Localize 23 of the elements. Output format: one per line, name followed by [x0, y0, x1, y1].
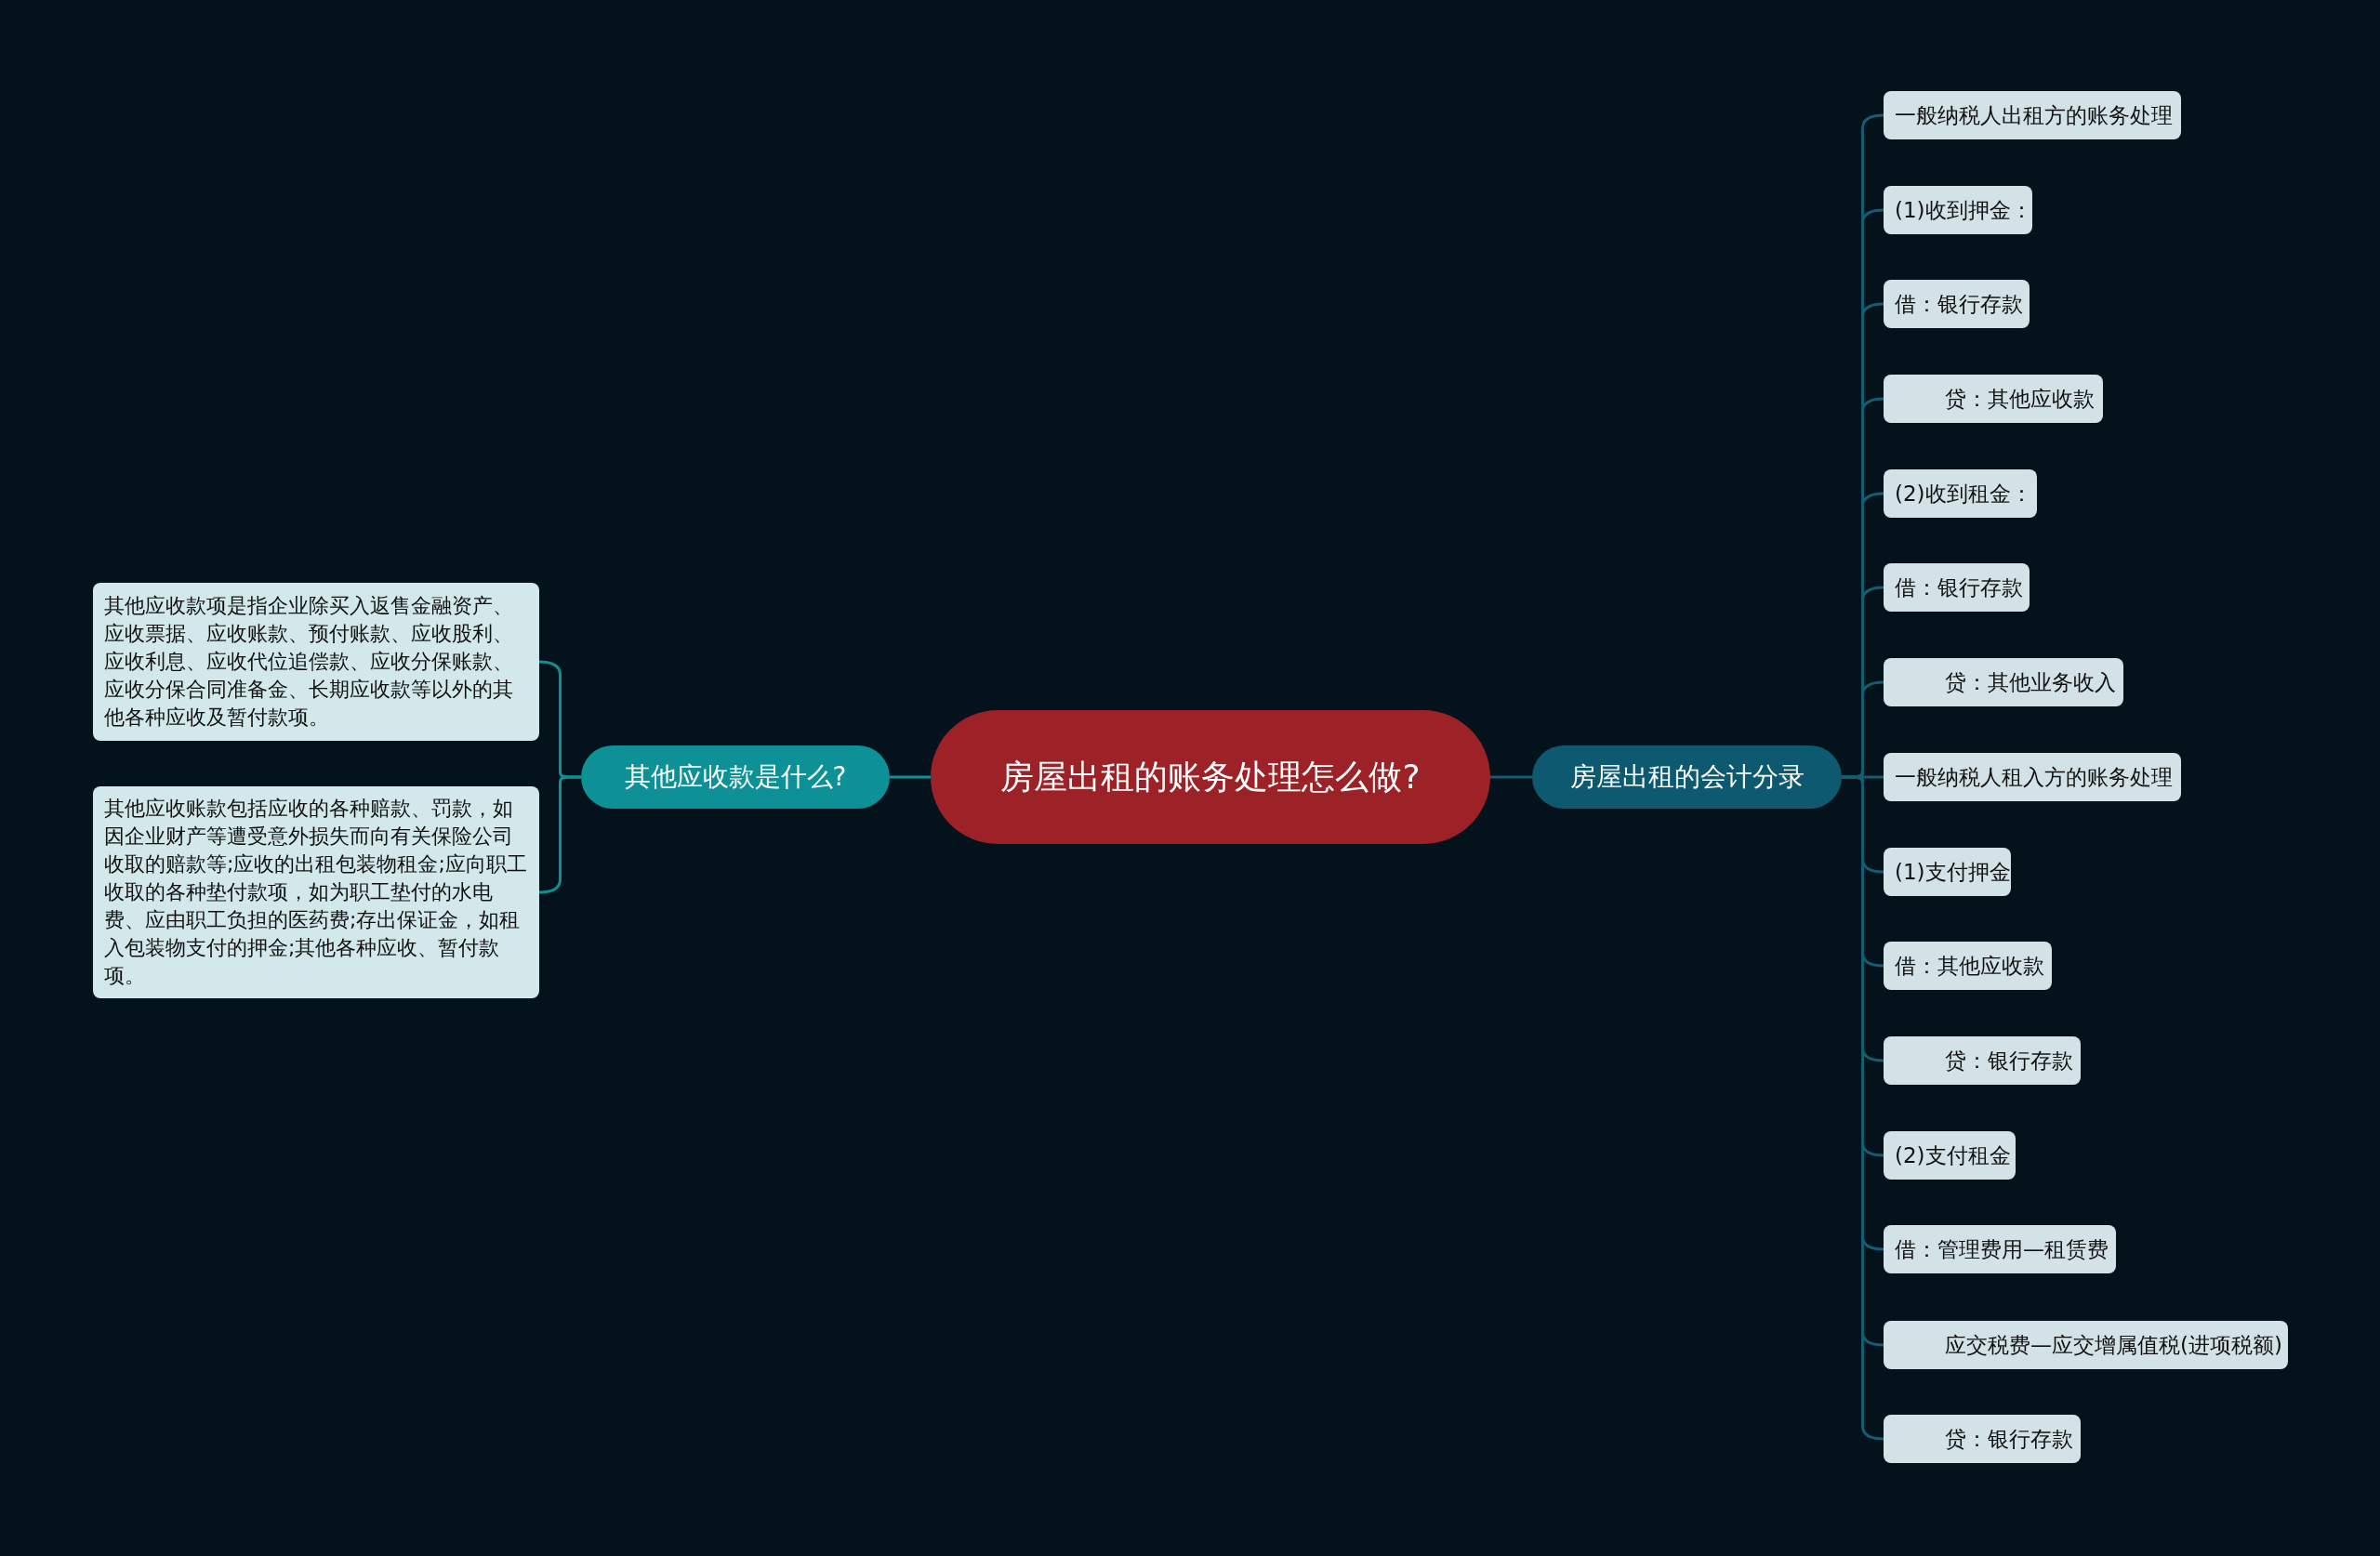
leaf-box: 贷：银行存款 — [1884, 1036, 2081, 1085]
leaf-box: 借：管理费用—租赁费 — [1884, 1225, 2116, 1273]
leaf-box: 一般纳税人租入方的账务处理 — [1884, 753, 2181, 801]
connector — [890, 775, 931, 779]
note-box: 其他应收账款包括应收的各种赔款、罚款，如因企业财产等遭受意外损失而向有关保险公司收取的赔款等;应收的出租包装物租金;应向职工收取的各种垫付款项，如为职工垫付的水电费、应由职工负担的医药费;存出保证金，如租入包装物支付的押金;其他各种应收、暂付款项。 — [93, 786, 539, 998]
topic-pill: 房屋出租的账务处理怎么做? — [931, 710, 1490, 844]
connector — [1842, 680, 1884, 779]
leaf-box: 一般纳税人出租方的账务处理 — [1884, 91, 2181, 139]
branch-pill: 房屋出租的会计分录 — [1532, 745, 1842, 809]
leaf-box: 借：银行存款 — [1884, 280, 2030, 328]
leaf-box: 贷：其他业务收入 — [1884, 658, 2123, 706]
leaf-box: 借：银行存款 — [1884, 563, 2030, 612]
connector — [1490, 775, 1532, 779]
leaf-box: (1)收到押金： — [1884, 186, 2032, 234]
leaf-box: (2)支付租金 — [1884, 1131, 2016, 1180]
leaf-box: 贷：银行存款 — [1884, 1415, 2081, 1463]
leaf-box: 借：其他应收款 — [1884, 942, 2052, 990]
note-box: 其他应收款项是指企业除买入返售金融资产、应收票据、应收账款、预付账款、应收股利、应收利息、应收代位追偿款、应收分保账款、应收分保合同准备金、长期应收款等以外的其他各种应收及暂付款项。 — [93, 583, 539, 741]
leaf-box: 贷：其他应收款 — [1884, 375, 2103, 423]
branch-pill: 其他应收款是什么? — [581, 745, 890, 809]
leaf-box: (1)支付押金 — [1884, 848, 2011, 896]
leaf-box: (2)收到租金： — [1884, 469, 2037, 518]
leaf-box: 应交税费—应交增属值税(进项税额) — [1884, 1321, 2288, 1369]
